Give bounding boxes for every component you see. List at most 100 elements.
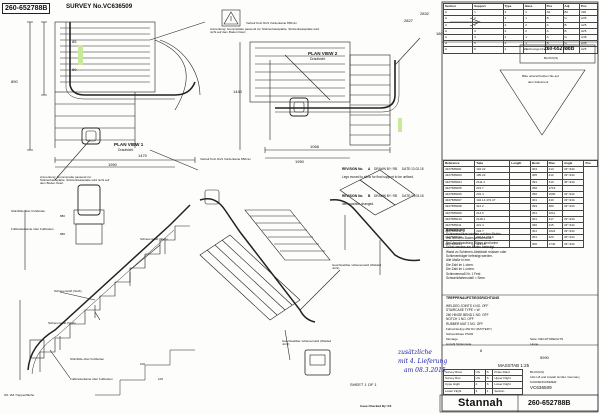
table-cell: 1740 [546, 240, 563, 248]
chair-spec-2: Schwenkbare PSUR [446, 332, 474, 336]
dim-1068: 1068 [310, 144, 319, 149]
elev-label-9: Schienenstoß (Stoß) [48, 321, 76, 325]
spec-note-line: Schienenträger befestigt werden. [446, 254, 493, 259]
right-isometric-drawing [329, 169, 421, 275]
table-cell: 4 [484, 387, 494, 395]
elevation-drawing [19, 184, 195, 396]
elev-label-10: W1 164 Treppenfläche [4, 393, 35, 397]
note-3: Verlauf Kolz./FuS Vorderkante 850mm [200, 157, 252, 161]
dim-1470: 1470 [138, 153, 147, 158]
spec-notes-title: Bemerkung [446, 228, 465, 232]
survey-number: SURVEY No.VC636509 [66, 3, 133, 10]
table-cell: A25 [579, 46, 598, 54]
elev-label-1: Stützfüße über Fußboden [11, 209, 46, 213]
elev-label-7: Geschweißter schienenstoß (Welded Joint) [332, 263, 382, 270]
elev-label-4: Schienenstoß (Stoß) [54, 289, 82, 293]
stamp-line-2: dem Dokument [528, 80, 549, 84]
table-cell: A [544, 46, 564, 54]
dim-2827: 2827 [404, 18, 413, 23]
trap-spec-line: STAIRCASE TYPE = W [446, 308, 480, 313]
handwritten-note-1: zusätzliche [398, 349, 432, 356]
dim-69: 69 [72, 67, 77, 72]
footer-drawing-number: 260-652788B [528, 400, 571, 407]
revision-a-drawn: DRAWN BY: RB [374, 167, 398, 171]
spec-note-line: Alle Maße in mm. [446, 258, 471, 263]
trap-spec-line: RUBBER MAT 2 NO. OFF [446, 321, 484, 326]
plan-view-2-drawing [239, 37, 421, 159]
trap-spec-line: 260 HINGE BEND 1 NO. OFF [446, 312, 489, 317]
note-4: Anmerkung: Gummimatte passend zur Stütze… [40, 175, 110, 185]
chair-spec-3-value: Seite: RECHTSRECHTS [530, 337, 564, 341]
plan-view-2-title: PLAN VIEW 2 [308, 51, 338, 56]
dim-890: 890 [11, 79, 18, 84]
table-cell: 1 [502, 46, 525, 54]
highlight-mark-1 [78, 45, 83, 65]
table-cell: 4 [473, 387, 486, 395]
dim-1440: 1440 [233, 89, 242, 94]
revision-a-desc: Legs moved to allow for final support to… [342, 175, 414, 179]
chair-spec-3: Montage [446, 337, 458, 341]
revision-a-date: DATE:13.02.18 [402, 167, 424, 171]
brand-logo: Stannah [458, 397, 503, 409]
stamp-line-1: Bitte unterschreiben Sie auf [522, 74, 559, 78]
dim-1950: 1950 [108, 162, 117, 167]
chair-spec-val-1: 6 [480, 348, 483, 353]
trap-spec-line: NOTCH 1 NO. OFF [446, 317, 474, 322]
drawing-number-label: Zeichnungs-Nr. [524, 47, 545, 51]
revision-b-drawn: DRAWN BY: RB [374, 194, 398, 198]
table-header-cell: Pos [583, 159, 598, 168]
table-cell: 4327586014 [442, 240, 476, 248]
dim-1950b: 1950 [295, 159, 304, 164]
table-cell: Section [492, 387, 523, 395]
revision-b-date: DATE:14.03.18 [402, 194, 424, 198]
elev-label-5-value: 100 [140, 362, 146, 366]
block-label: BLOCK(S) [530, 370, 545, 374]
trap-spec-title: TREPPENAUFSTIEGSRICHTUNG [446, 296, 500, 300]
table-cell: Lower Flight [443, 387, 475, 395]
revision-a-code: A [368, 167, 371, 171]
chair-spec-4: Anzahl Sitzkonsole [446, 342, 472, 346]
revision-b-code: B [368, 194, 371, 198]
table-cell: A [442, 46, 474, 54]
table-cell: 33°-934 [561, 240, 585, 248]
trap-spec-line: WELDED JOINTS 4 NO. OFF [446, 304, 489, 308]
table-cell [509, 240, 531, 248]
chair-spec-4-value: Länge [530, 342, 539, 346]
plan-view-1-subtitle: Draufsicht [118, 148, 134, 152]
table-cell: 421.18 [474, 240, 511, 248]
company-line: Lifts Lift and Ansteb GmbH, Germany [530, 375, 580, 379]
revision-a-label: REVISION No. [342, 167, 364, 171]
handwritten-note-2: mit 4. Lieferung [398, 358, 448, 365]
customer-number: VC636509 [530, 385, 552, 390]
spec-note-line: Die Zahl im L unten: [446, 267, 475, 272]
scale-label: MASSTAB 1:25 [498, 363, 530, 368]
elev-label-6: Fußbretterkante über Fußboden [70, 377, 113, 381]
elev-label-8: Geschweißter schienenstoß (Welded Joint) [282, 339, 332, 346]
spec-note-line: Schienenmaß Nr. 1 Fest [446, 271, 481, 276]
elev-label-5: Stützfüße über Fußboden [70, 357, 105, 361]
elev-label-1-value: 880 [60, 214, 66, 218]
elev-label-3: Schienenstoß (Stoß) [140, 237, 168, 241]
spec-note-line: Schienenstütze werden auf den Stufen [446, 232, 501, 236]
table-cell: 1 [523, 46, 546, 54]
top-left-drawing-number: 260-652788B [2, 3, 51, 14]
highlight-mark-2 [398, 118, 402, 132]
plan-view-1-title: PLAN VIEW 1 [114, 142, 144, 147]
note-1: Verlauf Kolz./FuS Vorderkante 850mm [246, 21, 298, 25]
spec-note-line: Schwenkfahrmodell = Smm [446, 276, 485, 281]
dim-85: 85 [72, 39, 77, 44]
revision-b-label: REVISION No. [342, 194, 364, 198]
spec-note-line: Wand zu Schienen-Abstände müssen oder [446, 249, 507, 254]
spec-note-line: und auf dem Boden verschraubt. [446, 236, 493, 241]
drawing-number-value: 260-652788B [544, 46, 575, 52]
spec-note-line: Dübel werden am Boden befestigt. [446, 245, 495, 250]
